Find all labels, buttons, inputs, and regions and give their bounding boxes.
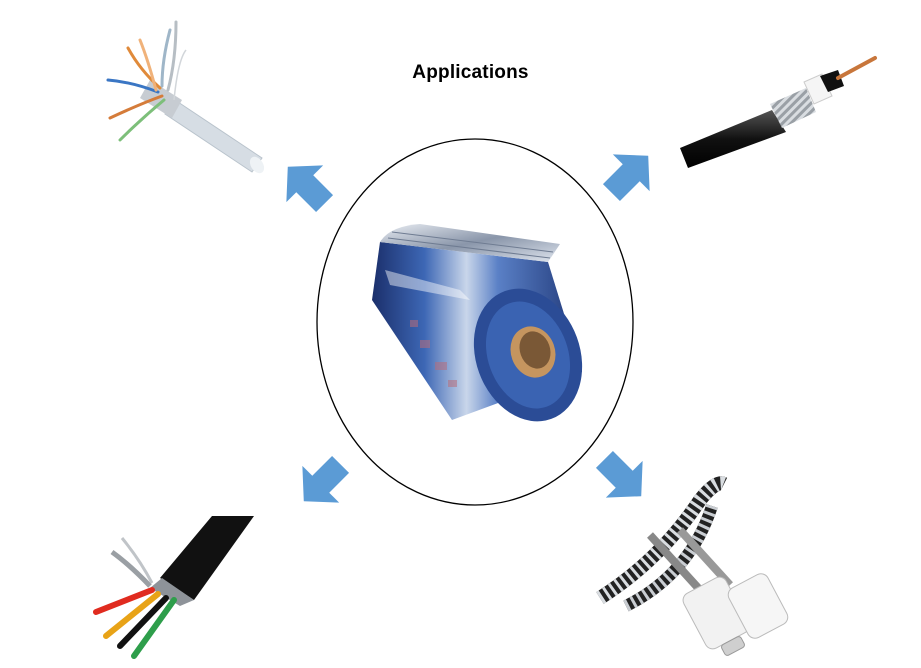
arrow-bottom-right-icon xyxy=(595,450,643,498)
page-title: Applications xyxy=(412,62,529,83)
foil-roll-image xyxy=(372,224,583,422)
arrow-top-right-icon xyxy=(602,154,650,202)
arrow-bottom-left-icon xyxy=(302,455,350,503)
lan-cable-image xyxy=(106,20,265,174)
arrow-top-left-icon xyxy=(286,165,334,213)
usb-cable-image xyxy=(596,476,789,656)
center-ellipse xyxy=(316,138,634,506)
multicore-cable-image xyxy=(93,516,254,659)
coaxial-cable-image xyxy=(680,56,877,168)
